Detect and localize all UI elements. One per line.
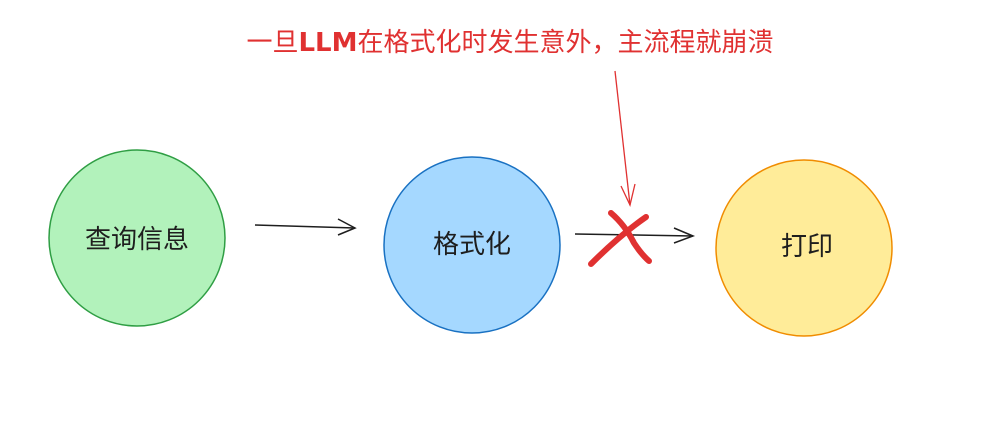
node-print-label: 打印 xyxy=(780,232,833,262)
annotation-llm: LLM xyxy=(298,28,358,58)
node-format-circle xyxy=(383,156,561,334)
node-print-circle xyxy=(715,159,893,337)
failure-annotation: 一旦LLM在格式化时发生意外，主流程就崩溃 xyxy=(0,22,990,59)
annotation-suffix: 在格式化时发生意外，主流程就崩溃 xyxy=(357,28,774,58)
arrow-format-to-print xyxy=(574,227,696,244)
node-query-circle xyxy=(48,149,226,327)
annotation-prefix: 一旦 xyxy=(246,28,299,58)
broken-cross-icon xyxy=(588,210,652,267)
node-format-label: 格式化 xyxy=(432,230,511,260)
arrow-query-to-format xyxy=(254,218,357,236)
annotation-arrow xyxy=(614,70,636,207)
node-query-label: 查询信息 xyxy=(84,225,189,255)
